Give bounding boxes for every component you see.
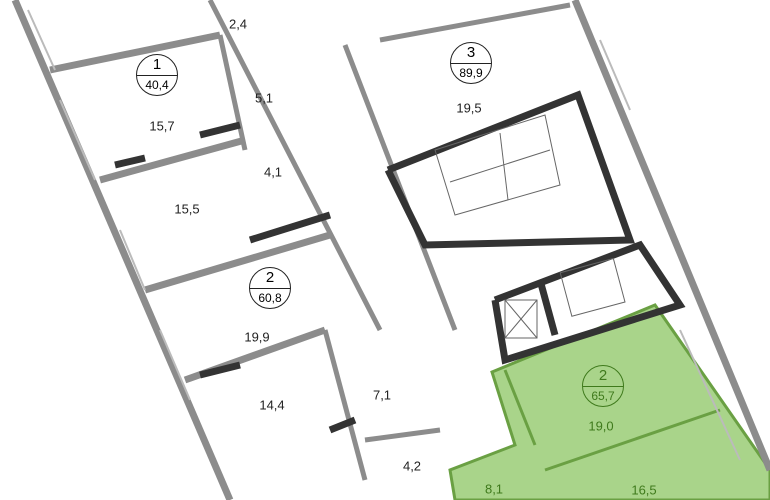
apartment-1-badge[interactable]: 1 40,4 [136, 54, 178, 96]
apartment-rooms: 2 [250, 268, 290, 289]
room-area: 15,5 [174, 201, 200, 217]
apartment-rooms: 2 [583, 366, 623, 387]
room-area: 2,4 [228, 16, 248, 32]
elevator-shafts [504, 257, 626, 339]
apartment-2-badge[interactable]: 2 60,8 [249, 267, 291, 309]
apartment-rooms: 3 [451, 43, 491, 64]
room-area: 4,1 [263, 164, 283, 180]
room-area: 15,7 [149, 118, 175, 134]
room-area: 19,5 [456, 100, 482, 116]
room-area: 5,1 [254, 90, 274, 106]
room-area: 19,9 [244, 329, 270, 345]
apartment-2-highlight-badge[interactable]: 2 65,7 [582, 365, 624, 407]
staircase [434, 114, 561, 216]
room-area: 8,1 [484, 481, 504, 497]
room-area: 4,2 [402, 458, 422, 474]
room-area: 16,5 [631, 482, 657, 498]
apartment-area: 40,4 [145, 78, 169, 92]
room-area: 14,4 [259, 397, 285, 413]
apartment-area: 65,7 [591, 389, 615, 403]
apartment-3-badge[interactable]: 3 89,9 [450, 42, 492, 84]
room-area: 19,0 [588, 418, 614, 434]
apartment-area: 60,8 [258, 291, 282, 305]
room-area: 7,1 [372, 387, 392, 403]
apartment-area: 89,9 [459, 66, 483, 80]
apartment-rooms: 1 [137, 55, 177, 76]
